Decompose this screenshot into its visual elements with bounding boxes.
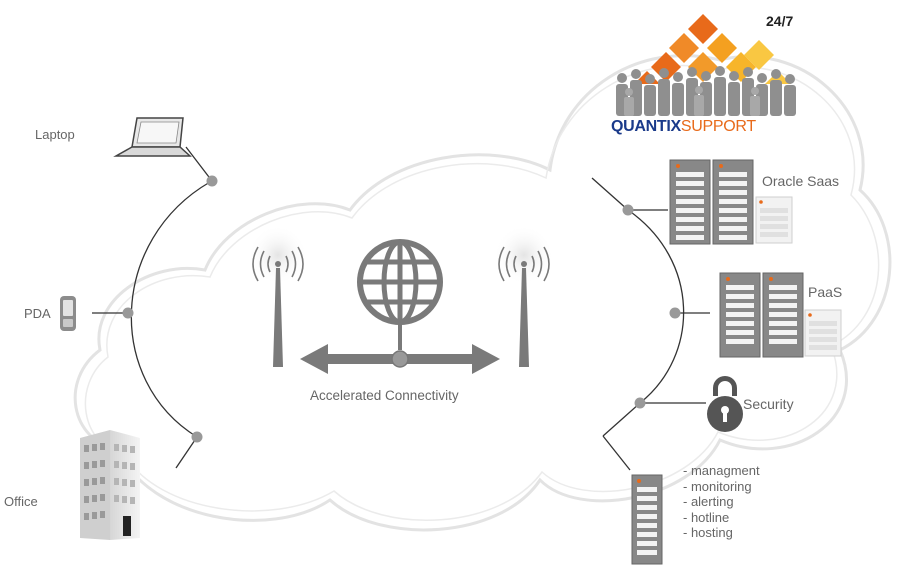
people-silhouette-icon [616,66,796,116]
node-laptop [206,175,218,187]
server-icon [719,272,761,358]
center-caption: Accelerated Connectivity [310,388,459,403]
service-feature-list: - managment - monitoring - alerting - ho… [683,463,760,541]
antenna-icon [494,225,554,367]
antenna-icon [248,225,308,367]
office-building-icon [80,430,140,540]
office-label: Office [4,494,38,509]
left-arc [130,181,211,438]
server-icon [669,159,711,245]
service-feature-item: - alerting [683,494,734,509]
globe-hub-node [391,350,409,368]
node-office [191,431,203,443]
brand-name-secondary: SUPPORT [680,118,756,135]
server-icon [631,474,663,565]
right-arc [627,209,685,404]
server-icon [762,272,804,358]
server-icon [804,309,842,357]
server-icon [712,159,754,245]
oracle-saas-label: Oracle Saas [762,173,840,189]
support-hours-badge: 24/7 [766,13,794,29]
service-feature-item: - hotline [683,509,730,525]
paas-label: PaaS [808,284,843,300]
service-feature-item: - monitoring [683,478,752,494]
server-icon [755,196,793,244]
brand-logo-text: QUANTIXSUPPORT [611,118,756,136]
service-feature-item: - hosting [683,525,733,540]
node-paas [669,307,681,319]
pda-icon [60,296,76,331]
lock-icon [707,376,743,432]
left-arrow-icon [300,344,400,374]
right-arrow-icon [400,344,500,374]
laptop-icon [113,117,192,157]
connection-nodes [122,175,681,443]
pda-label: PDA [24,306,51,321]
cloud-outline [73,54,892,532]
security-label: Security [743,396,794,412]
globe-icon [357,239,443,350]
node-oracle [622,204,634,216]
node-pda [122,307,134,319]
laptop-label: Laptop [35,127,75,142]
service-feature-item: - managment [683,463,760,478]
brand-name-primary: QUANTIX [611,118,681,135]
node-security [634,397,646,409]
